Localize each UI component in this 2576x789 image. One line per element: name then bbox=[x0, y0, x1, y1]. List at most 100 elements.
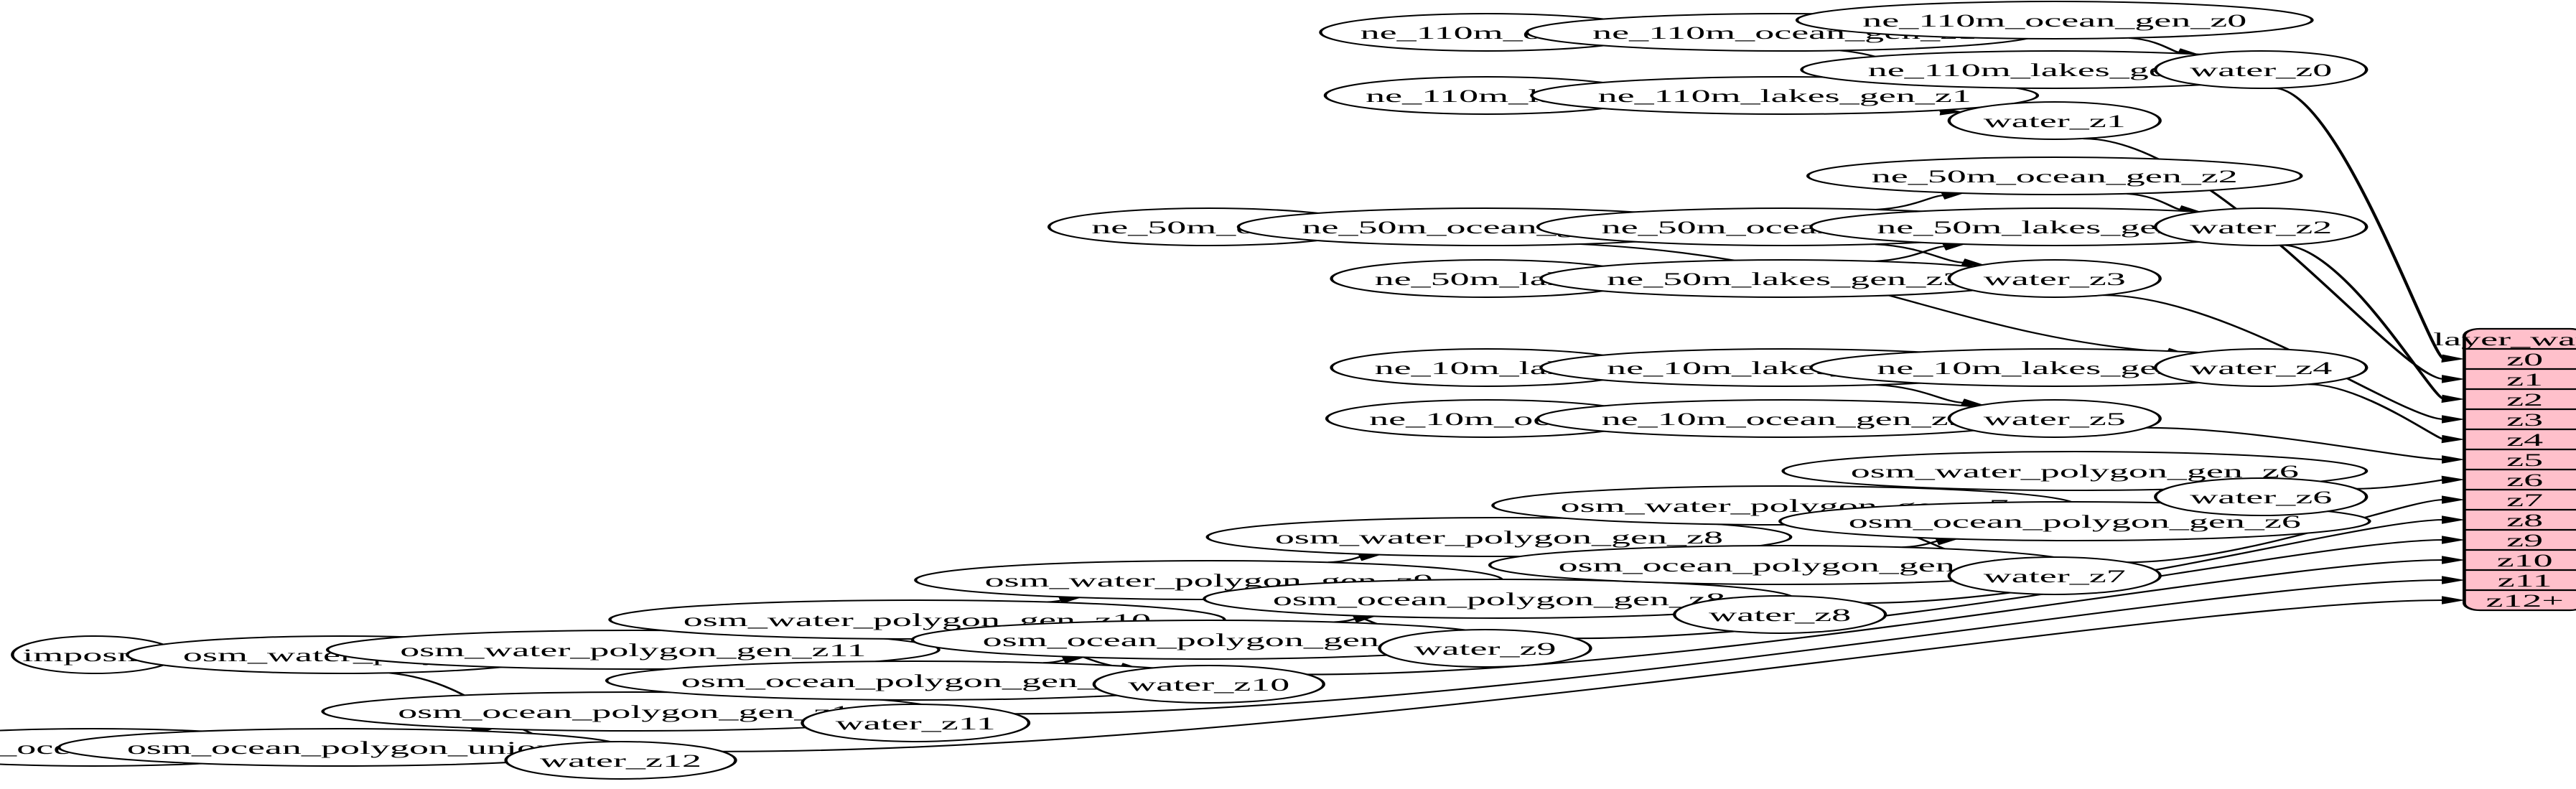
node-label: osm_ocean_polygon_gen_z9 bbox=[983, 630, 1435, 650]
node-label: water_z3 bbox=[1984, 269, 2126, 289]
record-row-z7[interactable]: z7 bbox=[2506, 490, 2543, 510]
node-ellipse[interactable] bbox=[1205, 517, 1793, 557]
graph-node[interactable]: water_z4 bbox=[2154, 348, 2369, 387]
node-label: water_z1 bbox=[1984, 111, 2126, 131]
record-row-z2[interactable]: z2 bbox=[2506, 390, 2543, 410]
node-ellipse[interactable] bbox=[1947, 399, 2162, 438]
node-ellipse[interactable] bbox=[1795, 1, 2314, 39]
node-ellipse[interactable] bbox=[1806, 157, 2303, 195]
graph-edge bbox=[2129, 37, 2180, 54]
graph-node[interactable]: osm_ocean_polygon_gen_z7 bbox=[1488, 545, 2081, 585]
graph-edge bbox=[1327, 556, 1363, 564]
edge-arrowhead bbox=[2441, 394, 2465, 403]
record-header-label: layer_water bbox=[2433, 330, 2576, 350]
node-label: osm_ocean_polygon_gen_z6 bbox=[1849, 512, 2301, 532]
graph-node[interactable]: water_z2 bbox=[2154, 207, 2369, 246]
node-label: ne_50m_ocean_gen_z2 bbox=[1872, 167, 2238, 187]
node-ellipse[interactable] bbox=[1947, 259, 2162, 298]
record-row-z5[interactable]: z5 bbox=[2506, 450, 2543, 470]
graph-node[interactable]: water_z7 bbox=[1947, 556, 2162, 595]
graph-node[interactable]: water_z5 bbox=[1947, 399, 2162, 438]
graph-node[interactable]: ne_110m_lakes_gen_z1 bbox=[1530, 76, 2040, 115]
node-ellipse[interactable] bbox=[1947, 101, 2162, 140]
graph-node[interactable]: ne_50m_lakes_gen_z3 bbox=[1539, 259, 2030, 298]
node-label: water_z8 bbox=[1709, 605, 1851, 625]
graph-edge bbox=[1307, 559, 2445, 676]
node-ellipse[interactable] bbox=[504, 741, 737, 780]
record-row-z11[interactable]: z11 bbox=[2498, 571, 2552, 591]
edge-arrowhead bbox=[2442, 556, 2465, 564]
node-ellipse[interactable] bbox=[1947, 556, 2162, 595]
node-label: osm_water_polygon_gen_z8 bbox=[1275, 528, 1723, 548]
graph-node[interactable]: osm_ocean_polygon_gen_z8 bbox=[1203, 579, 1796, 619]
edge-arrowhead bbox=[2441, 475, 2465, 485]
node-ellipse[interactable] bbox=[325, 630, 941, 670]
node-label: ne_110m_lakes_gen_z1 bbox=[1598, 86, 1971, 106]
graph-node[interactable]: water_z3 bbox=[1947, 259, 2162, 298]
record-node-layer-water[interactable]: layer_waterz0z1z2z3z4z5z6z7z8z9z10z11z12… bbox=[2433, 327, 2576, 612]
graph-node[interactable]: ne_10m_ocean_gen_z5 bbox=[1536, 399, 2033, 438]
graph-edge bbox=[1579, 243, 2169, 353]
record-row-z10[interactable]: z10 bbox=[2497, 551, 2553, 571]
node-label: osm_ocean_polygon_gen_z11 bbox=[398, 702, 868, 722]
graph-edge bbox=[2146, 426, 2445, 461]
edge-arrowhead bbox=[2441, 354, 2465, 363]
edge-arrowhead bbox=[2442, 515, 2465, 524]
node-label: water_z0 bbox=[2190, 60, 2332, 80]
node-label: water_z11 bbox=[836, 714, 996, 734]
edge-arrowhead bbox=[2441, 415, 2465, 424]
node-ellipse[interactable] bbox=[2154, 477, 2369, 516]
node-ellipse[interactable] bbox=[1378, 629, 1592, 668]
graph-edge bbox=[1875, 243, 1965, 263]
node-label: osm_ocean_polygon_union bbox=[127, 738, 556, 758]
record-row-z3[interactable]: z3 bbox=[2506, 410, 2543, 430]
record-row-z12plus[interactable]: z12+ bbox=[2486, 591, 2563, 611]
graph-node[interactable]: ne_50m_ocean_gen_z2 bbox=[1806, 157, 2303, 195]
edge-arrowhead bbox=[2442, 455, 2465, 464]
edge-arrowhead bbox=[2441, 434, 2465, 444]
graph-node[interactable]: osm_water_polygon_gen_z11 bbox=[325, 630, 941, 670]
record-row-z9[interactable]: z9 bbox=[2506, 531, 2543, 551]
edge-arrowhead bbox=[1960, 258, 1985, 267]
graph-edge bbox=[1862, 518, 2445, 604]
node-label: ne_10m_ocean_gen_z5 bbox=[1602, 409, 1968, 429]
graph-node[interactable]: water_z12 bbox=[504, 741, 737, 780]
record-row-z1[interactable]: z1 bbox=[2506, 370, 2543, 390]
graph-node[interactable]: water_z10 bbox=[1092, 665, 1325, 704]
graph-node[interactable]: water_z0 bbox=[2154, 50, 2369, 89]
node-label: osm_water_polygon_gen_z6 bbox=[1851, 462, 2299, 482]
graph-node[interactable]: water_z6 bbox=[2154, 477, 2369, 516]
node-ellipse[interactable] bbox=[1092, 665, 1325, 704]
node-label: osm_ocean_polygon_gen_z7 bbox=[1559, 556, 2011, 576]
edge-arrowhead bbox=[1959, 398, 1985, 407]
graph-node[interactable]: imposm3 bbox=[11, 635, 179, 674]
node-ellipse[interactable] bbox=[2154, 207, 2369, 246]
graph-node[interactable]: ne_110m_ocean_gen_z0 bbox=[1795, 1, 2314, 39]
edge-arrowhead bbox=[2441, 375, 2465, 383]
record-row-z4[interactable]: z4 bbox=[2506, 430, 2543, 450]
edge-arrowhead bbox=[2442, 536, 2465, 544]
graph-node[interactable]: water_z8 bbox=[1673, 595, 1887, 634]
graph-node[interactable]: osm_ocean_polygon_union bbox=[57, 728, 626, 767]
graph-node[interactable]: osm_water_polygon_gen_z8 bbox=[1205, 517, 1793, 557]
record-row-z8[interactable]: z8 bbox=[2506, 510, 2543, 531]
graph-edge bbox=[2307, 383, 2445, 441]
node-ellipse[interactable] bbox=[1673, 595, 1887, 634]
node-ellipse[interactable] bbox=[1530, 76, 2040, 115]
record-row-z6[interactable]: z6 bbox=[2506, 470, 2543, 490]
graph-edge bbox=[722, 599, 2445, 752]
node-ellipse[interactable] bbox=[2154, 348, 2369, 387]
node-ellipse[interactable] bbox=[801, 704, 1031, 742]
record-row-z0[interactable]: z0 bbox=[2506, 350, 2543, 370]
node-label: osm_ocean_polygon_gen_z8 bbox=[1273, 589, 1725, 610]
graph-node[interactable]: water_z1 bbox=[1947, 101, 2162, 140]
node-label: water_z6 bbox=[2190, 487, 2332, 508]
node-label: ne_50m_lakes_gen_z3 bbox=[1607, 269, 1962, 289]
node-label: water_z10 bbox=[1128, 675, 1289, 695]
graph-edge bbox=[1876, 195, 1945, 210]
graph-node[interactable]: osm_ocean_polygon_gen_z9 bbox=[910, 620, 1507, 660]
graph-node[interactable]: water_z9 bbox=[1378, 629, 1592, 668]
node-ellipse[interactable] bbox=[2154, 50, 2369, 89]
graph-node[interactable]: water_z11 bbox=[801, 704, 1031, 742]
